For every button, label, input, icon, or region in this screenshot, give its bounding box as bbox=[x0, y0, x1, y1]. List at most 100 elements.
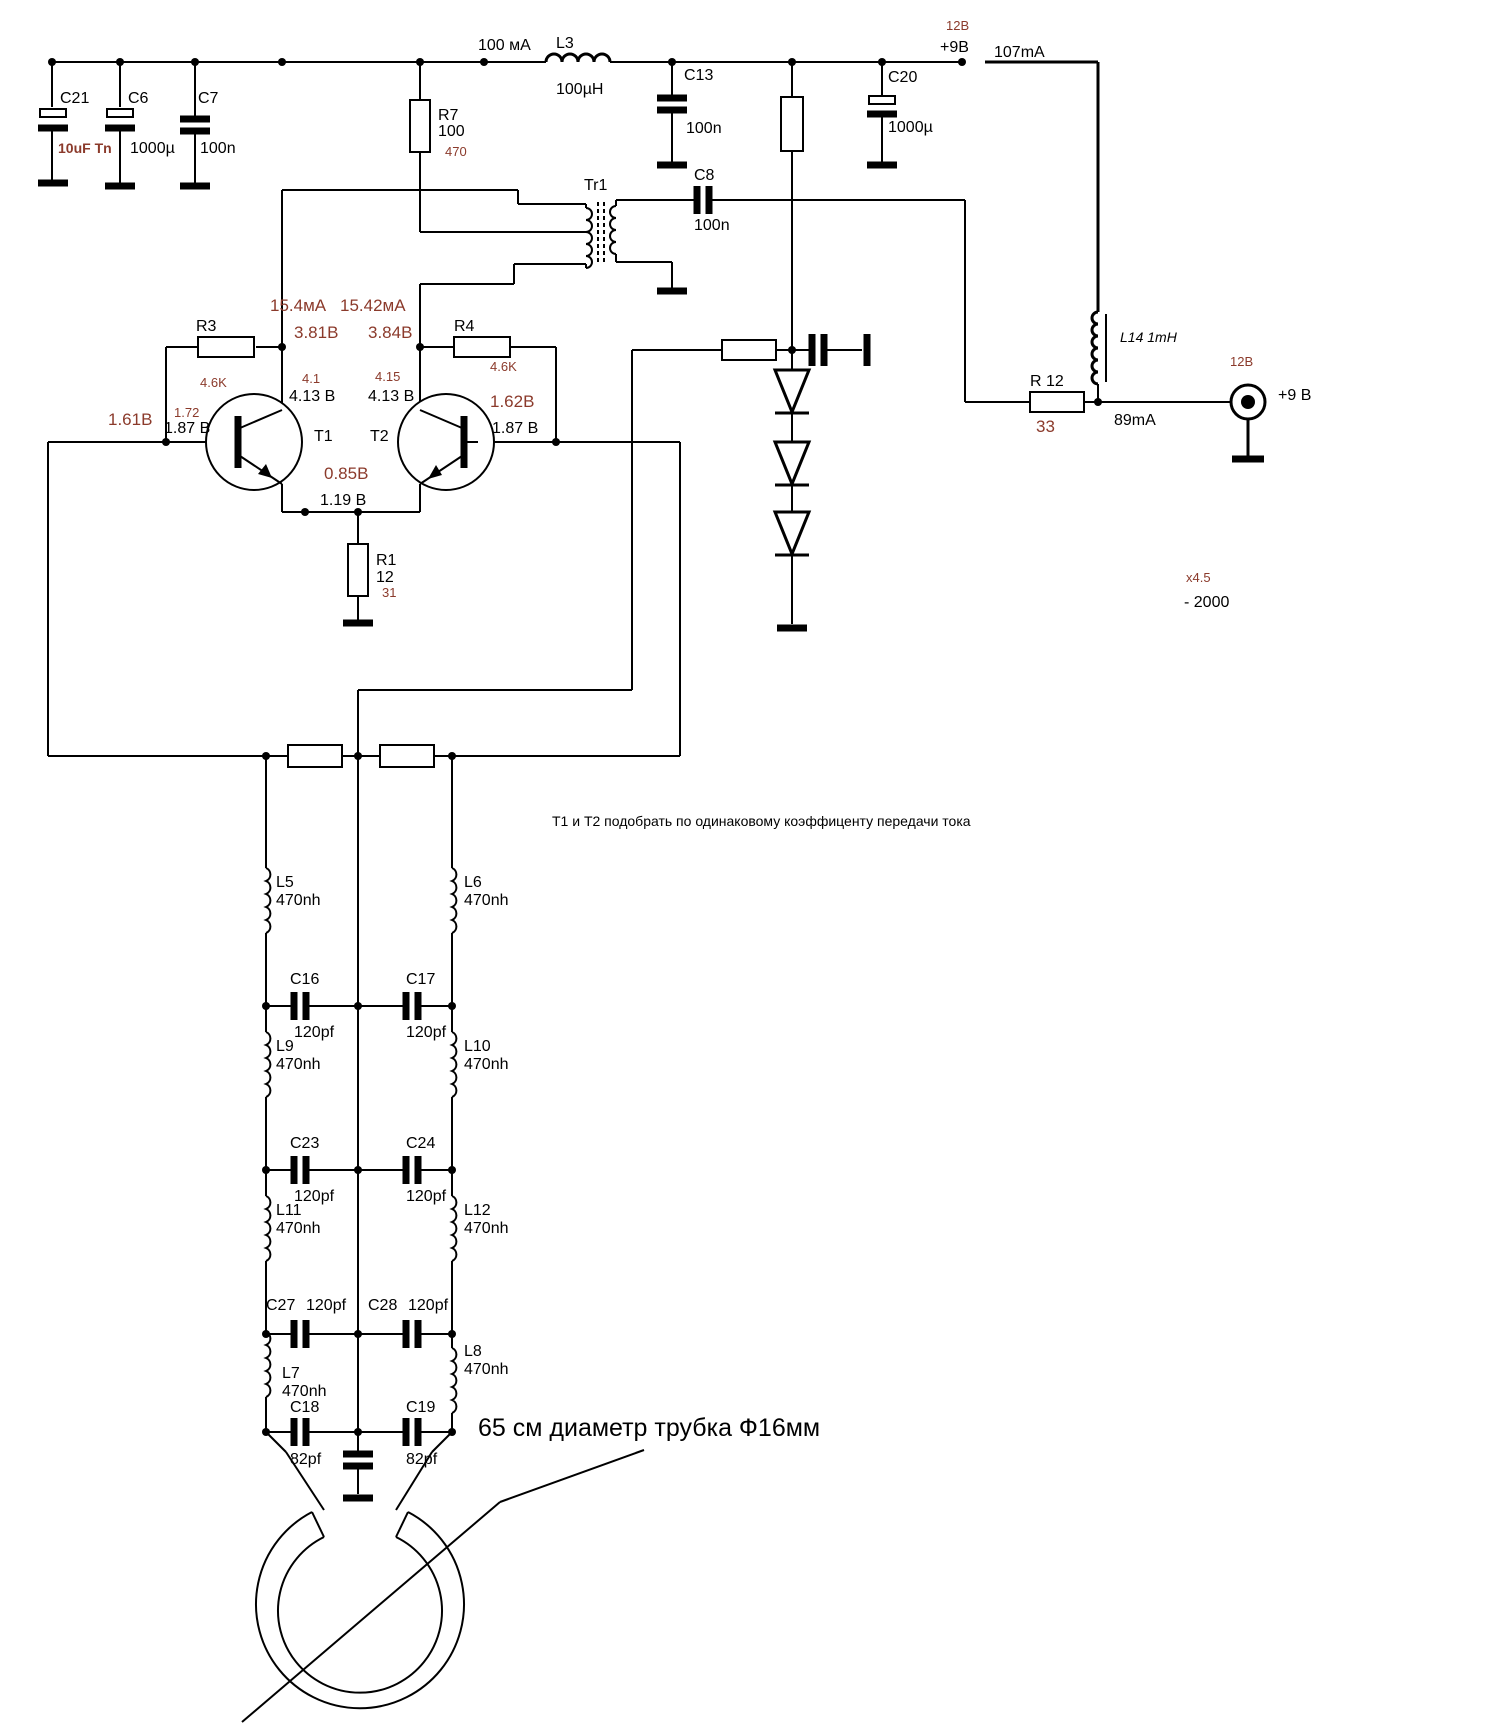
c28-label: C28 bbox=[368, 1297, 397, 1314]
output-voltage-9v: +9 В bbox=[1278, 387, 1311, 404]
l11-label: L11 bbox=[276, 1202, 302, 1219]
t1-v413: 4.13 В bbox=[289, 388, 335, 405]
t1-current: 15.4мА bbox=[270, 296, 327, 315]
c6-label: C6 bbox=[128, 90, 149, 107]
resistor-r1 bbox=[282, 508, 420, 627]
c19-value: 82pf bbox=[406, 1451, 438, 1468]
r3-value: 4.6K bbox=[200, 375, 227, 390]
r1-label: R1 bbox=[376, 552, 397, 569]
l12-value: 470nh bbox=[464, 1220, 509, 1237]
loop-antenna bbox=[241, 1431, 645, 1723]
tr1-label: Tr1 bbox=[584, 177, 608, 194]
l9-value: 470nh bbox=[276, 1056, 321, 1073]
t1-label: T1 bbox=[314, 428, 333, 445]
emitter-voltage-085: 0.85В bbox=[324, 464, 368, 483]
l6-label: L6 bbox=[464, 874, 482, 891]
output-connector bbox=[1229, 383, 1267, 463]
l3-value: 100µH bbox=[556, 81, 603, 98]
t2-base-voltage-187: 1.87 В bbox=[492, 420, 538, 437]
c16-value: 120pf bbox=[294, 1024, 335, 1041]
c18-value: 82pf bbox=[290, 1451, 322, 1468]
t2-base-voltage-162: 1.62В bbox=[490, 392, 534, 411]
l8-value: 470nh bbox=[464, 1361, 509, 1378]
t1-collector-voltage: 3.81В bbox=[294, 323, 338, 342]
l8-label: L8 bbox=[464, 1343, 482, 1360]
c17-label: C17 bbox=[406, 971, 435, 988]
t2-v413: 4.13 В bbox=[368, 388, 414, 405]
r7-value: 100 bbox=[438, 123, 465, 140]
t1-wiring bbox=[47, 190, 288, 757]
c21-value: 10uF Tn bbox=[58, 140, 112, 156]
c20-label: C20 bbox=[888, 69, 917, 86]
c24-label: C24 bbox=[406, 1135, 435, 1152]
c27-value: 120pf bbox=[306, 1297, 347, 1314]
top-voltage-9v: +9В bbox=[940, 39, 969, 56]
c8-value: 100n bbox=[694, 217, 730, 234]
bias-resistor bbox=[357, 339, 792, 756]
c6-value: 1000µ bbox=[130, 140, 175, 157]
l6-value: 470nh bbox=[464, 892, 509, 909]
r4-value: 4.6K bbox=[490, 359, 517, 374]
resistor-r7 bbox=[409, 62, 586, 233]
output-voltage-12v: 12В bbox=[1230, 354, 1253, 369]
filter-ladder bbox=[262, 744, 458, 1502]
c19-label: C19 bbox=[406, 1399, 435, 1416]
c27-label: C27 bbox=[266, 1297, 295, 1314]
l10-label: L10 bbox=[464, 1038, 491, 1055]
capacitor-c6 bbox=[105, 62, 135, 190]
r12-label: R 12 bbox=[1030, 373, 1064, 390]
transformer-tr1 bbox=[282, 189, 694, 380]
t2-current: 15.42мА bbox=[340, 296, 406, 315]
emitter-voltage-119: 1.19 В bbox=[320, 492, 366, 509]
capacitor-c8 bbox=[693, 186, 1030, 403]
l11-value: 470nh bbox=[276, 1220, 321, 1237]
c17-value: 120pf bbox=[406, 1024, 447, 1041]
transistor-t2 bbox=[397, 393, 495, 512]
capacitor-c7 bbox=[180, 62, 210, 190]
l5-label: L5 bbox=[276, 874, 294, 891]
c24-value: 120pf bbox=[406, 1188, 447, 1205]
transistor-t1 bbox=[205, 393, 303, 512]
resistor-r12 bbox=[1029, 391, 1230, 413]
c28-value: 120pf bbox=[408, 1297, 449, 1314]
r7-alt-value: 470 bbox=[445, 144, 467, 159]
t1-v41: 4.1 bbox=[302, 371, 320, 386]
c18-label: C18 bbox=[290, 1399, 319, 1416]
inductor-l14 bbox=[1090, 310, 1107, 402]
l12-label: L12 bbox=[464, 1202, 491, 1219]
inductor-l3 bbox=[544, 52, 612, 63]
c13-value: 100n bbox=[686, 120, 722, 137]
l14-label: L14 1mH bbox=[1120, 329, 1178, 345]
l7-label: L7 bbox=[282, 1365, 300, 1382]
transistor-matching-note: Т1 и Т2 подобрать по одинаковому коэффиц… bbox=[552, 813, 971, 829]
c7-label: C7 bbox=[198, 90, 219, 107]
l10-value: 470nh bbox=[464, 1056, 509, 1073]
supply-rail bbox=[48, 58, 1100, 312]
annotation-x45: x4.5 bbox=[1186, 570, 1211, 585]
t2-v415: 4.15 bbox=[375, 369, 400, 384]
c13-label: C13 bbox=[684, 67, 713, 84]
c8-label: C8 bbox=[694, 167, 715, 184]
c23-label: C23 bbox=[290, 1135, 319, 1152]
current-89ma: 89mA bbox=[1114, 412, 1156, 429]
r1-value: 12 bbox=[376, 569, 394, 586]
r3-label: R3 bbox=[196, 318, 217, 335]
r1-alt-value: 31 bbox=[382, 585, 396, 600]
t1-base-voltage-161: 1.61В bbox=[108, 410, 152, 429]
r4-label: R4 bbox=[454, 318, 475, 335]
l7-value: 470nh bbox=[282, 1383, 327, 1400]
capacitor-c21 bbox=[38, 62, 68, 187]
c23-value: 120pf bbox=[294, 1188, 335, 1205]
diode-bias-branch bbox=[772, 62, 871, 632]
r12-value: 33 bbox=[1036, 417, 1055, 436]
supply-current-label: 100 мА bbox=[478, 37, 531, 54]
annotation-2000: - 2000 bbox=[1184, 594, 1229, 611]
capacitor-c13 bbox=[657, 62, 687, 169]
c20-value: 1000µ bbox=[888, 119, 933, 136]
t1-base-voltage-172: 1.72 bbox=[174, 405, 199, 420]
current-107ma: 107mA bbox=[994, 44, 1045, 61]
l3-label: L3 bbox=[556, 35, 574, 52]
c7-value: 100n bbox=[200, 140, 236, 157]
r7-label: R7 bbox=[438, 107, 459, 124]
